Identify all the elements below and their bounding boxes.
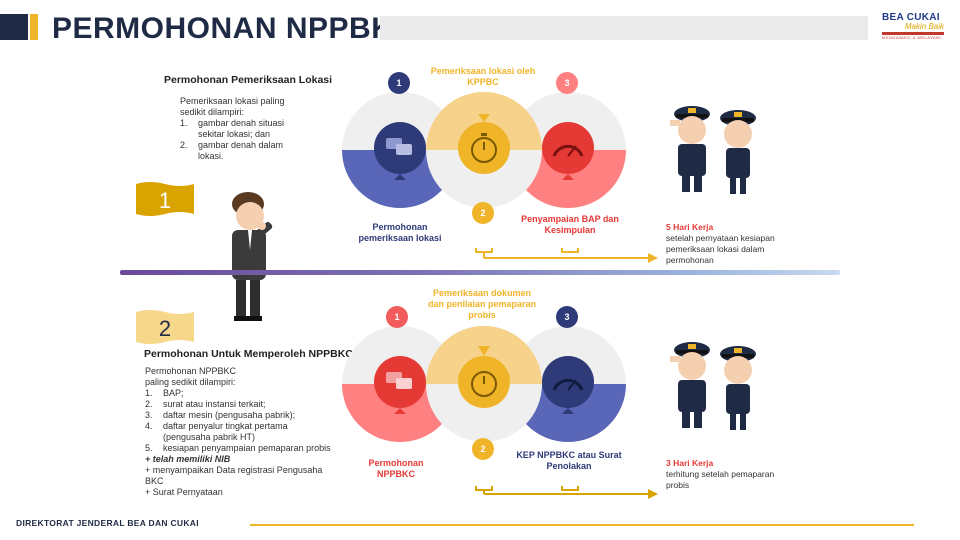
section1-step2-badge: 2 bbox=[472, 202, 494, 224]
section1-step1-badge: 1 bbox=[388, 72, 410, 94]
section2-number-flag: 2 bbox=[136, 310, 194, 344]
section1-step1-label: Permohonan pemeriksaan lokasi bbox=[358, 222, 442, 243]
section1-heading: Permohonan Pemeriksaan Lokasi bbox=[164, 74, 333, 86]
section1-number-flag: 1 bbox=[136, 182, 194, 216]
section2-process-diagram bbox=[342, 326, 626, 442]
section2-body: Permohonan NPPBKC paling sedikit dilampi… bbox=[145, 366, 331, 497]
footer-line bbox=[250, 524, 914, 526]
officers-illustration-2 bbox=[670, 342, 756, 430]
section2-heading: Permohonan Untuk Memperoleh NPPBKC bbox=[144, 348, 353, 360]
section-divider bbox=[120, 270, 840, 275]
section2-timeline-arrow bbox=[475, 486, 658, 499]
footer-text: DIREKTORAT JENDERAL BEA DAN CUKAI bbox=[16, 518, 199, 528]
svg-text:2: 2 bbox=[159, 316, 171, 341]
gauge-icon bbox=[552, 144, 584, 157]
section2-step2-badge: 2 bbox=[472, 438, 494, 460]
section2-step1-badge: 1 bbox=[386, 306, 408, 328]
section1-step3-badge: 3 bbox=[556, 72, 578, 94]
section1-step2-label: Pemeriksaan lokasi oleh KPPBC bbox=[430, 66, 536, 87]
section1-process-diagram bbox=[342, 92, 626, 208]
section2-step2-label: Pemeriksaan dokumen dan penilaian pemapa… bbox=[427, 288, 537, 320]
header-bar bbox=[380, 16, 868, 40]
section1-result: 5 Hari Kerja setelah pernyataan kesiapan… bbox=[666, 222, 775, 265]
section1-step3-label: Penyampaian BAP dan Kesimpulan bbox=[521, 214, 619, 235]
section2-result: 3 Hari Kerja terhitung setelah pemaparan… bbox=[666, 458, 775, 490]
page-title: PERMOHONAN NPPBKC bbox=[52, 12, 416, 45]
stopwatch-icon bbox=[471, 137, 497, 163]
bea-cukai-logo: BEA CUKAI Makin Baik MENGAWASI & MELAYAN… bbox=[882, 12, 944, 40]
header-accent-dark bbox=[0, 14, 28, 40]
section1-body: Pemeriksaan lokasi paling sedikit dilamp… bbox=[180, 96, 285, 161]
svg-text:1: 1 bbox=[159, 188, 171, 213]
section2-step3-badge: 3 bbox=[556, 306, 578, 328]
header-accent-gold bbox=[30, 14, 38, 40]
thinking-man-illustration bbox=[232, 192, 273, 321]
section2-step1-label: Permohonan NPPBKC bbox=[368, 458, 424, 479]
section2-step3-label: KEP NPPBKC atau Surat Penolakan bbox=[516, 450, 622, 471]
officers-illustration bbox=[670, 106, 756, 194]
section1-timeline-arrow bbox=[475, 248, 658, 263]
